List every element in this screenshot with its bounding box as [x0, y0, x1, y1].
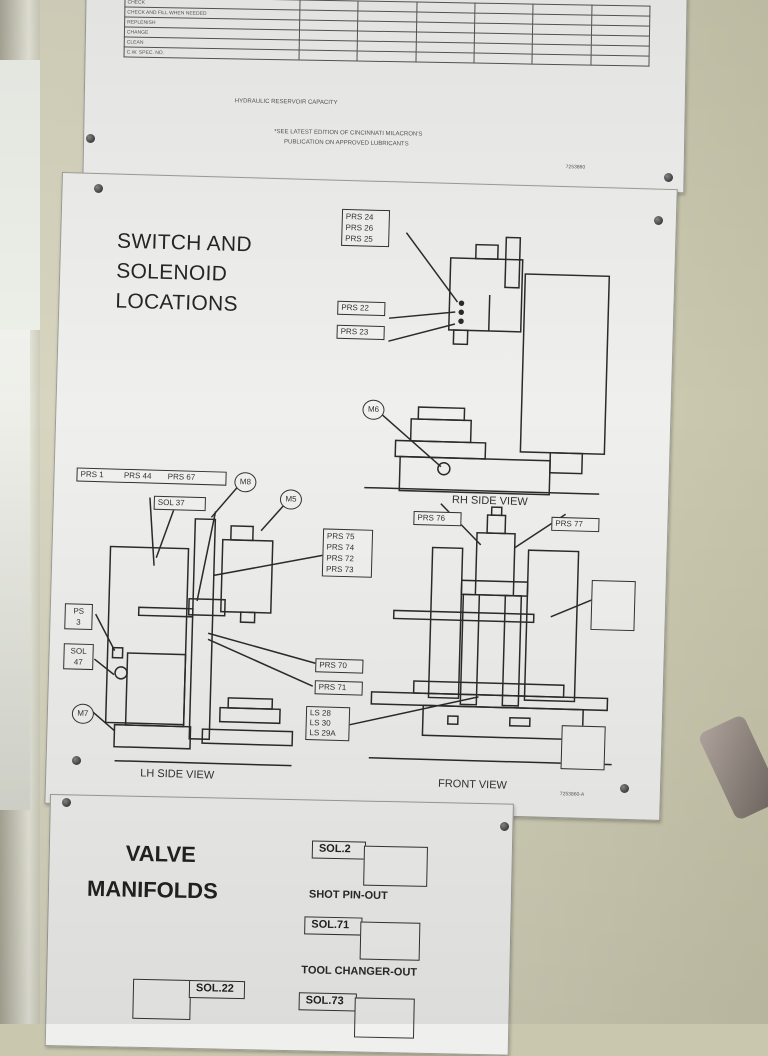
prs70-label: PRS 70 — [315, 658, 364, 674]
window-light — [0, 60, 40, 330]
front-ls-group-right — [590, 579, 636, 632]
sol2-block — [363, 845, 428, 887]
screw — [86, 134, 95, 143]
sol37-label: SOL 37 — [153, 495, 206, 512]
sol22-label-box: SOL.22 — [188, 979, 246, 1000]
rh-prs-group-label: PRS 24 PRS 26 PRS 25 — [341, 208, 391, 248]
sol2-label-box: SOL.2 — [311, 840, 367, 860]
rh-prs23-label: PRS 23 — [336, 324, 385, 341]
sol47-line-1: SOL — [70, 646, 87, 656]
front-ls-group-bottom — [560, 725, 606, 771]
ls29a-text: LS 29A — [309, 728, 336, 738]
sol22-text: SOL.22 — [195, 982, 234, 995]
sol71-caption: TOOL CHANGER-OUT — [301, 964, 418, 979]
screw — [620, 784, 629, 793]
switch-solenoid-plate: SWITCH AND SOLENOID LOCATIONS — [44, 172, 678, 821]
sol73-text: SOL.73 — [305, 994, 344, 1008]
sol71-label-box: SOL.71 — [304, 916, 363, 936]
lubrication-cell — [357, 51, 416, 63]
plate-code: 7253860 — [565, 164, 586, 171]
lubrication-cell — [415, 52, 475, 64]
ps3-line-2: 3 — [76, 617, 81, 627]
lubrication-cell — [590, 55, 650, 67]
prs73-text: PRS 73 — [325, 564, 354, 575]
prs71-label: PRS 71 — [314, 680, 363, 696]
window-light-lower — [0, 330, 30, 810]
lubrication-cell — [298, 49, 358, 62]
lubrication-row-label: C.W. SPEC. NO. — [124, 46, 300, 60]
lh-side-view-caption: LH SIDE VIEW — [140, 767, 215, 782]
lubrication-cell — [473, 53, 533, 65]
prs44-text: PRS 44 — [123, 470, 152, 481]
ls-group-label: LS 28 LS 30 LS 29A — [305, 706, 351, 742]
screw — [94, 184, 103, 193]
screw — [62, 798, 71, 807]
lubrication-cell — [532, 54, 591, 66]
sol71-block — [359, 921, 421, 961]
screw — [664, 173, 673, 182]
sol22-block — [132, 978, 192, 1020]
rh-side-view-caption: RH SIDE VIEW — [451, 494, 528, 509]
prs77-label: PRS 77 — [551, 516, 600, 533]
ps3-label: PS 3 — [64, 603, 93, 631]
sol73-label-box: SOL.73 — [298, 992, 357, 1012]
capacity-label: HYDRAULIC RESERVOIR CAPACITY — [234, 98, 338, 107]
rh-prs25-text: PRS 25 — [345, 233, 373, 244]
switch-plate-code: 7253860-A — [559, 791, 585, 798]
footnote-line-2: PUBLICATION ON APPROVED LUBRICANTS — [284, 139, 409, 148]
lh-prs-group-label: PRS 75 PRS 74 PRS 72 PRS 73 — [321, 528, 374, 578]
machine-drawings — [92, 232, 612, 767]
prs1-text: PRS 1 — [80, 469, 104, 480]
ps3-line-1: PS — [73, 606, 85, 616]
sol73-block — [353, 997, 415, 1039]
rh-side-view-drawing — [364, 232, 611, 496]
lh-side-view-drawing — [92, 479, 323, 767]
footnote-line-1: *SEE LATEST EDITION OF CINCINNATI MILACR… — [274, 129, 423, 138]
sol47-label: SOL 47 — [63, 643, 94, 671]
sol71-text: SOL.71 — [311, 918, 350, 932]
front-view-caption: FRONT VIEW — [437, 777, 508, 792]
prs67-text: PRS 67 — [167, 472, 196, 482]
screw — [500, 822, 509, 831]
sol47-line-2: 47 — [73, 657, 83, 667]
screw — [72, 756, 81, 765]
valve-manifolds-plate: VALVE MANIFOLDS SOL.2 SHOT PIN-OUT SOL.7… — [44, 794, 514, 1056]
valve-title-line-1: VALVE — [125, 840, 197, 868]
sol2-caption: SHOT PIN-OUT — [308, 888, 388, 903]
valve-title-line-2: MANIFOLDS — [86, 875, 219, 904]
prs76-label: PRS 76 — [413, 510, 462, 527]
rh-prs22-label: PRS 22 — [337, 300, 386, 317]
sol2-text: SOL.2 — [318, 842, 351, 856]
screw — [654, 216, 663, 225]
